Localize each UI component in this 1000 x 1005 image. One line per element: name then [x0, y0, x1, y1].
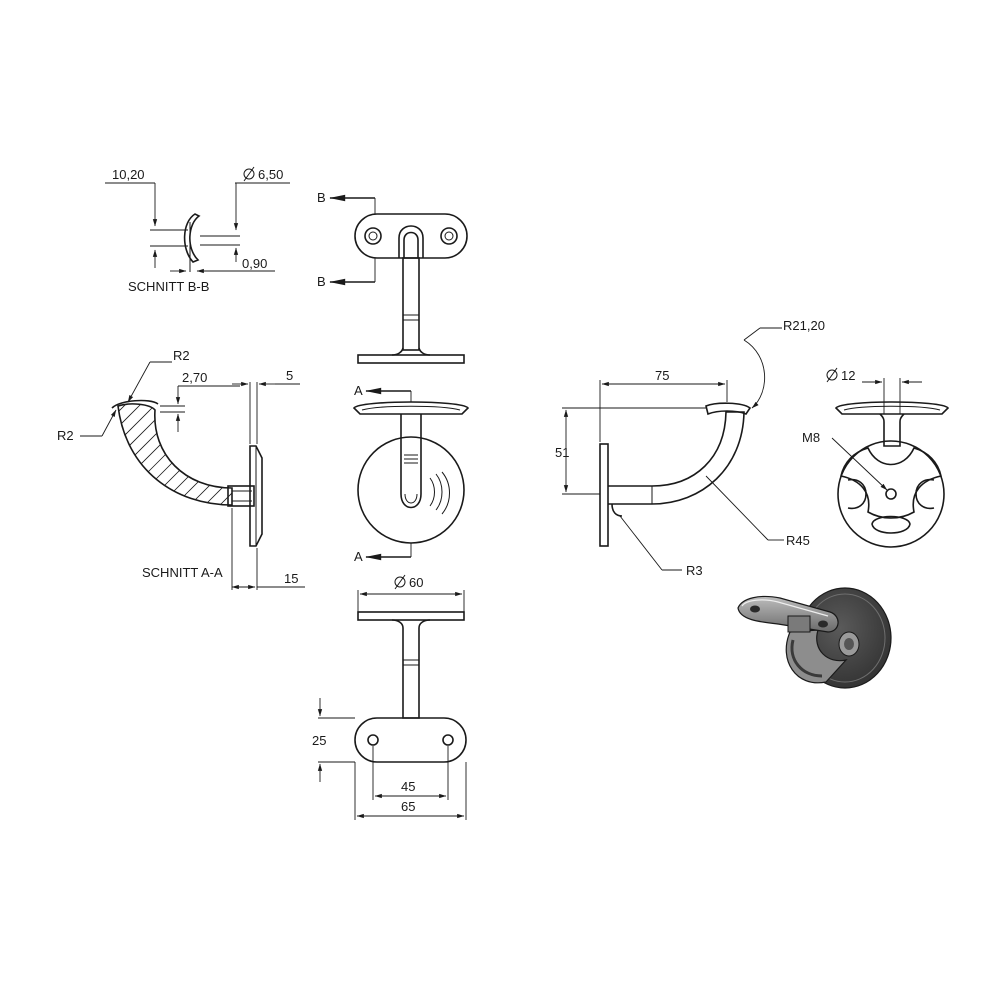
label-a-top: A — [354, 383, 363, 398]
section-a-a-title: SCHNITT A-A — [142, 565, 223, 580]
dim-radius-top-label: R2 — [173, 348, 190, 363]
dim-hole-spacing-label: 45 — [401, 779, 415, 794]
base-plate-edge — [357, 354, 465, 364]
dim-radius-bend-label: R45 — [786, 533, 810, 548]
base-plate-bottom — [357, 611, 465, 621]
iso-saddle — [737, 595, 839, 633]
dim-depth-label: 2,70 — [182, 370, 207, 385]
label-b-bottom: B — [317, 274, 326, 289]
dim-total-width-label: 65 — [401, 799, 415, 814]
mount-hole-left — [364, 227, 382, 245]
disc-cutout-profile — [840, 447, 942, 519]
section-b-b: 10,20 6,50 0,90 SCHNITT B-B — [105, 166, 290, 294]
isometric-view — [737, 587, 892, 689]
saddle-edge — [352, 401, 470, 415]
dim-radius-root-label: R3 — [686, 563, 703, 578]
saddle-profile-section — [183, 213, 201, 263]
section-b-b-title: SCHNITT B-B — [128, 279, 209, 294]
mount-hole-right-bottom — [442, 734, 454, 746]
wall-disc-right — [837, 440, 945, 548]
stem-right — [879, 413, 905, 447]
saddle-plan-bottom — [354, 717, 467, 763]
section-a-a: 5 15 2,70 R2 R2 SCHNITT A-A — [57, 348, 305, 590]
arm-section-outline — [117, 403, 233, 506]
slot-bottom — [871, 515, 911, 534]
saddle-side — [705, 402, 752, 416]
dim-side-height-label: 51 — [555, 445, 569, 460]
bottom-view: 60 25 45 65 — [312, 574, 467, 820]
dim-plate-diameter-label: 60 — [409, 575, 423, 590]
front-view-center: A A — [352, 383, 470, 564]
dim-thickness-label: 0,90 — [242, 256, 267, 271]
wall-plate-side — [599, 443, 609, 547]
dim-stem-diameter-label: 12 — [841, 368, 855, 383]
saddle-edge-right — [834, 401, 950, 415]
diameter-symbol — [243, 166, 255, 182]
side-view: 75 51 R21,20 R45 R3 — [555, 318, 825, 578]
dim-base-label: 15 — [284, 571, 298, 586]
iso-stem — [787, 615, 811, 633]
dim-radius-left-label: R2 — [57, 428, 74, 443]
stem-bottom — [391, 619, 431, 719]
diameter-symbol — [394, 574, 406, 590]
dim-height-label: 25 — [312, 733, 326, 748]
stem-front — [400, 414, 422, 509]
stem-side — [402, 257, 420, 351]
top-view: B B — [317, 190, 468, 364]
front-view-right: 12 M8 — [802, 367, 950, 548]
stem-stub — [227, 485, 255, 507]
arm-side-profile — [608, 411, 745, 505]
dim-diameter-label: 6,50 — [258, 167, 283, 182]
iso-hole-right — [818, 620, 828, 628]
label-a-bottom: A — [354, 549, 363, 564]
thread-hole — [885, 488, 897, 500]
diameter-symbol — [826, 367, 838, 383]
label-b-top: B — [317, 190, 326, 205]
dim-reach-label: 75 — [655, 368, 669, 383]
stem-top — [398, 225, 424, 258]
wall-disc — [357, 436, 465, 544]
saddle-plan — [354, 213, 468, 259]
dim-width-label: 10,20 — [112, 167, 145, 182]
mount-hole-left-bottom — [367, 734, 379, 746]
dim-radius-saddle-label: R21,20 — [783, 318, 825, 333]
dim-plate-label: 5 — [286, 368, 293, 383]
iso-hole-left — [750, 605, 760, 613]
mount-hole-right — [440, 227, 458, 245]
dim-thread-label: M8 — [802, 430, 820, 445]
